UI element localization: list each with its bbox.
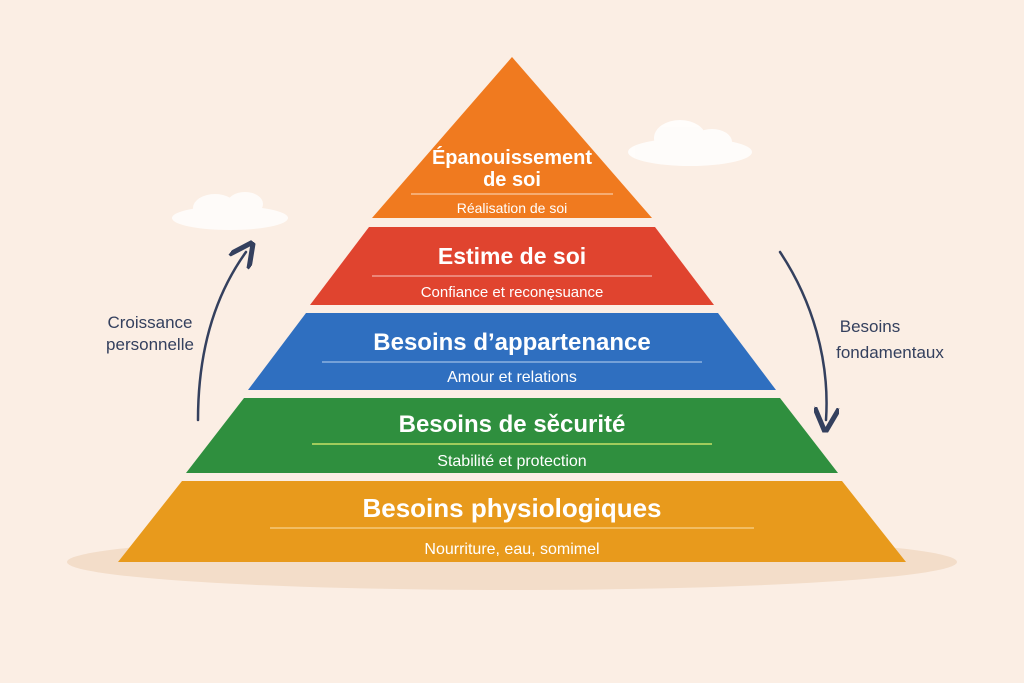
tier-base-title: Besoins physiologiques bbox=[362, 493, 661, 523]
left-annotation-line2: personnelle bbox=[106, 335, 194, 354]
tier-top-title-line2: de soi bbox=[483, 169, 541, 191]
tier-top-shape bbox=[372, 57, 652, 218]
right-annotation-line1: Besoins bbox=[840, 317, 900, 336]
tier-base-shape bbox=[118, 481, 906, 562]
arrow-down-curved-icon bbox=[778, 250, 827, 420]
tier-4-subtitle: Stabilité et protection bbox=[437, 453, 586, 470]
tier-3-subtitle: Amour et relations bbox=[447, 369, 577, 386]
tier-2-subtitle: Confiance et reconęsuance bbox=[421, 284, 604, 301]
tier-3-title: Besoins d’appartenance bbox=[373, 329, 650, 356]
tier-4-title: Besoins de sěcurité bbox=[399, 411, 626, 438]
cloud-right bbox=[628, 120, 752, 166]
right-annotation-line2: fondamentaux bbox=[836, 343, 944, 362]
tier-top-title-line1: Épanouissement bbox=[432, 146, 592, 169]
arrow-up-curved-icon bbox=[196, 252, 246, 422]
tier-base-subtitle: Nourriture, eau, somimel bbox=[424, 541, 599, 558]
tier-4-shape bbox=[186, 398, 838, 473]
tier-top-subtitle: Réalisation de soi bbox=[457, 200, 568, 216]
cloud-left bbox=[172, 192, 288, 230]
tier-2-shape bbox=[310, 227, 714, 305]
tier-3-shape bbox=[248, 313, 776, 390]
left-annotation-line1: Croissance bbox=[107, 313, 192, 332]
tier-2-title: Estime de soi bbox=[438, 243, 586, 269]
